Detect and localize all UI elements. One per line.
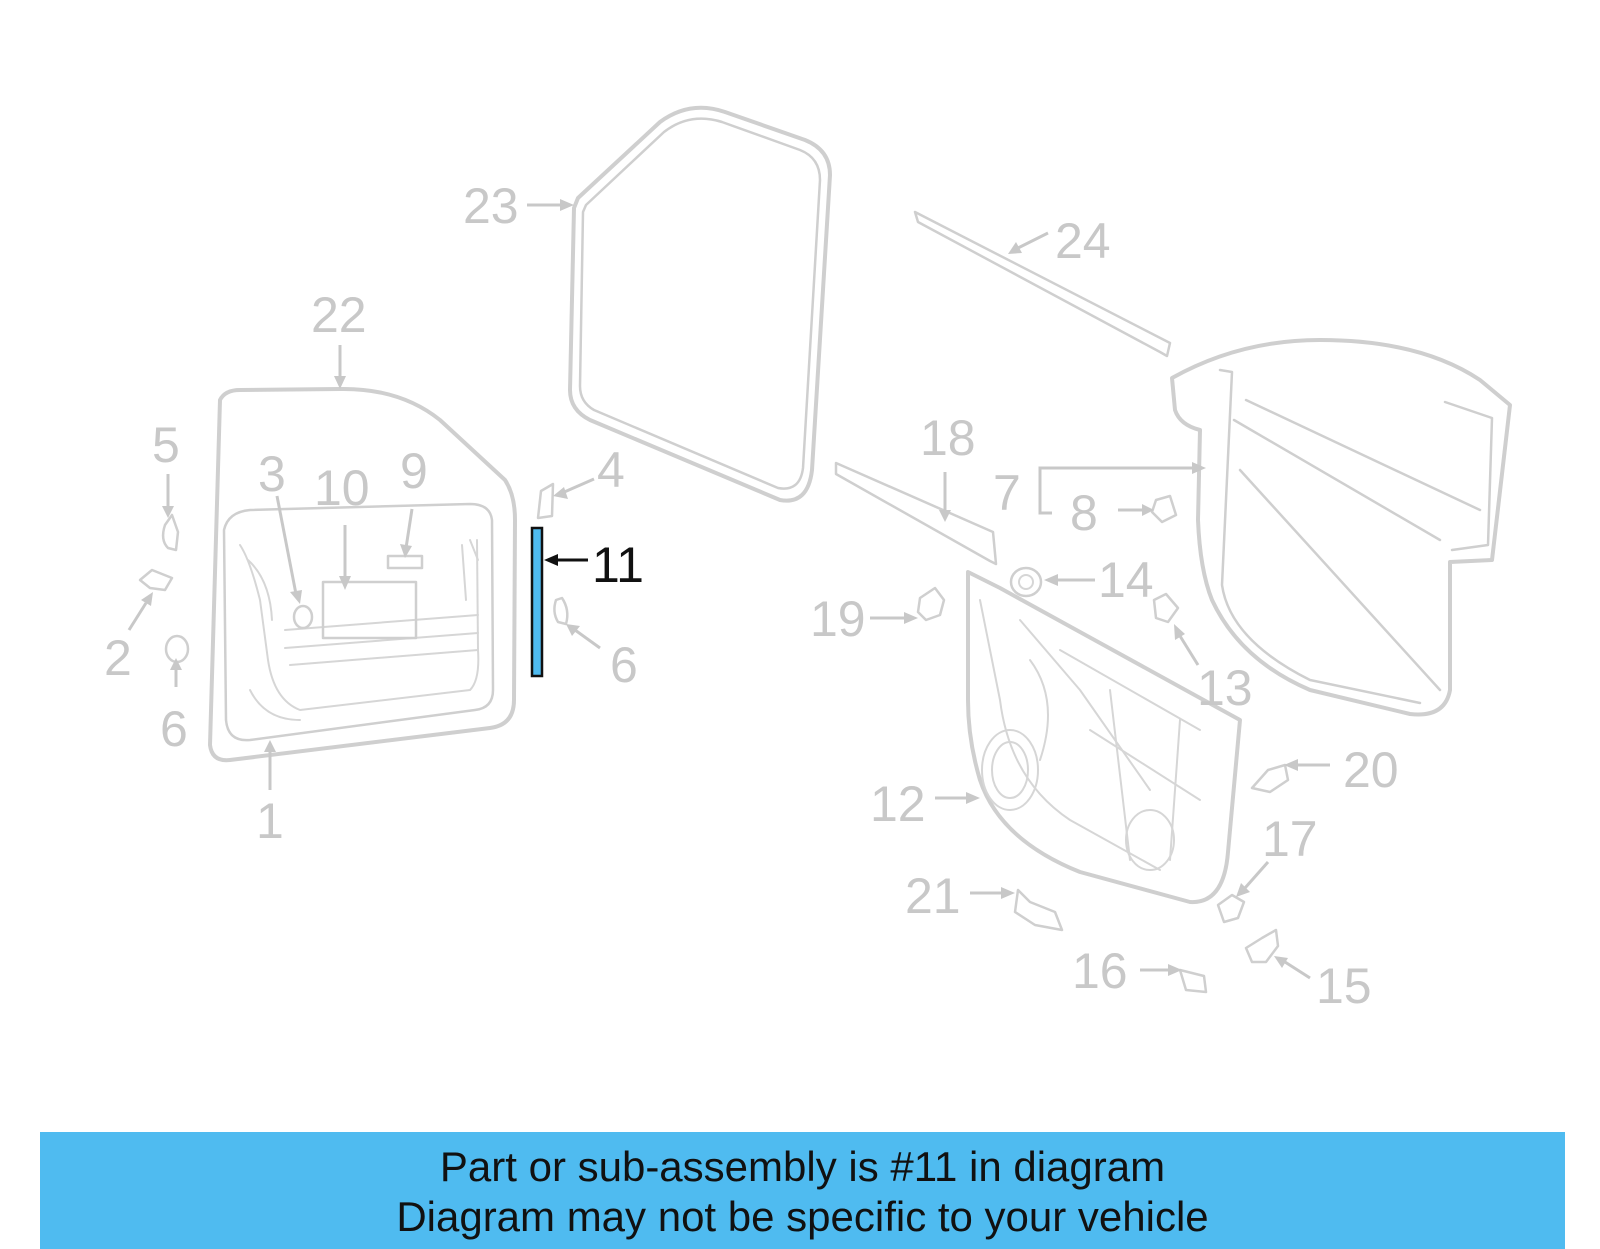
- part-17: [1216, 893, 1246, 924]
- callout-6-right: 6: [610, 637, 638, 693]
- callout-6-left: 6: [160, 701, 188, 757]
- part-6-clip: [553, 596, 569, 626]
- part-12-module: [966, 570, 1242, 905]
- callout-16: 16: [1072, 943, 1128, 999]
- part-24-belt-molding: [913, 210, 1172, 358]
- banner-line-1: Part or sub-assembly is #11 in diagram: [439, 1143, 1166, 1190]
- part-7-door-shell: [1170, 338, 1512, 717]
- callout-13: 13: [1197, 660, 1253, 716]
- callout-4: 4: [597, 442, 625, 498]
- callout-labels: 1 2 3 4 5 6 6 7 8 9 10 11 12 13 14 15 16…: [104, 178, 1399, 1014]
- part-2: [138, 568, 174, 592]
- callout-9: 9: [400, 443, 428, 499]
- callout-21: 21: [905, 868, 961, 924]
- callout-5: 5: [152, 417, 180, 473]
- banner-line-2: Diagram may not be specific to your vehi…: [396, 1193, 1209, 1240]
- part-23-weatherstrip: [568, 105, 832, 503]
- part-13: [1152, 592, 1180, 624]
- callout-12: 12: [870, 776, 926, 832]
- callout-2: 2: [104, 630, 132, 686]
- callout-3: 3: [258, 446, 286, 502]
- callout-19: 19: [810, 591, 866, 647]
- part-8: [1150, 494, 1178, 524]
- callout-20: 20: [1343, 742, 1399, 798]
- part-21: [1013, 888, 1064, 932]
- part-11-highlighted[interactable]: [530, 526, 544, 678]
- callout-11[interactable]: 11: [592, 537, 644, 593]
- callout-1: 1: [256, 793, 284, 849]
- part-14: [1009, 566, 1043, 598]
- callout-14: 14: [1098, 552, 1154, 608]
- leader-lines: [127, 199, 1330, 980]
- callout-15: 15: [1316, 958, 1372, 1014]
- callout-8: 8: [1070, 485, 1098, 541]
- part-6-grommet: [164, 634, 190, 664]
- part-16: [1178, 968, 1208, 994]
- callout-24: 24: [1055, 213, 1111, 269]
- callout-23: 23: [463, 178, 519, 234]
- part-20: [1250, 763, 1290, 794]
- part-19: [916, 586, 946, 622]
- part-15: [1244, 928, 1280, 964]
- part-4: [536, 482, 555, 520]
- callout-10: 10: [314, 460, 370, 516]
- info-banner: Part or sub-assembly is #11 in diagram D…: [40, 1132, 1565, 1249]
- part-18-strip: [834, 461, 998, 566]
- callout-22: 22: [311, 287, 367, 343]
- callout-18: 18: [920, 410, 976, 466]
- callout-7: 7: [993, 465, 1021, 521]
- part-5: [161, 513, 180, 552]
- part-22-door-panel: [208, 386, 517, 763]
- callout-17: 17: [1262, 811, 1318, 867]
